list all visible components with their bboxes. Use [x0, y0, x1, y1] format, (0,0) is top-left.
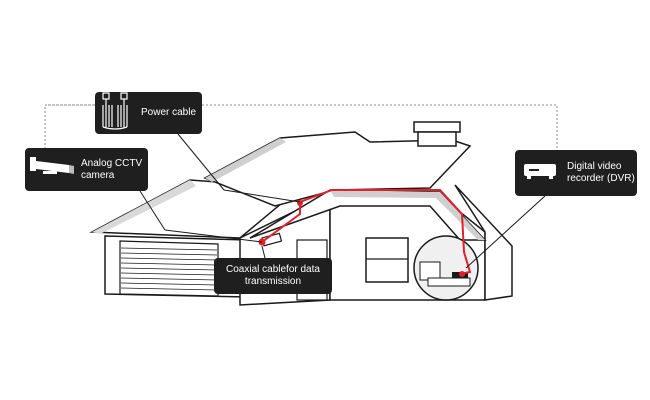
power-plug-icon — [99, 91, 135, 136]
leader-lines — [139, 133, 546, 269]
coaxial-cable-line — [261, 189, 472, 275]
dvr-label: Digital video recorder (DVR) — [567, 161, 635, 184]
dvr-junction-dot — [459, 271, 465, 277]
coaxial-cable-callout: Coaxial cablefor data transmission — [214, 258, 332, 294]
main-roof-band — [205, 138, 286, 182]
analog-camera-callout: Analog CCTV camera — [25, 148, 148, 191]
dvr-device-icon — [523, 162, 557, 185]
power-cable-label: Power cable — [141, 107, 197, 118]
coaxial-cable-label: Coaxial cablefor data transmission — [226, 264, 320, 287]
chimney — [413, 121, 461, 147]
garage-roof-shade — [92, 180, 196, 234]
cctv-camera-icon — [29, 155, 75, 184]
dvr-callout: Digital video recorder (DVR) — [515, 150, 637, 196]
power-cable-callout: Power cable — [95, 91, 202, 136]
analog-camera-label: Analog CCTV camera — [81, 157, 143, 181]
cable-junction-dot — [297, 200, 303, 206]
main-roof-back — [203, 131, 472, 207]
garage — [104, 235, 249, 298]
